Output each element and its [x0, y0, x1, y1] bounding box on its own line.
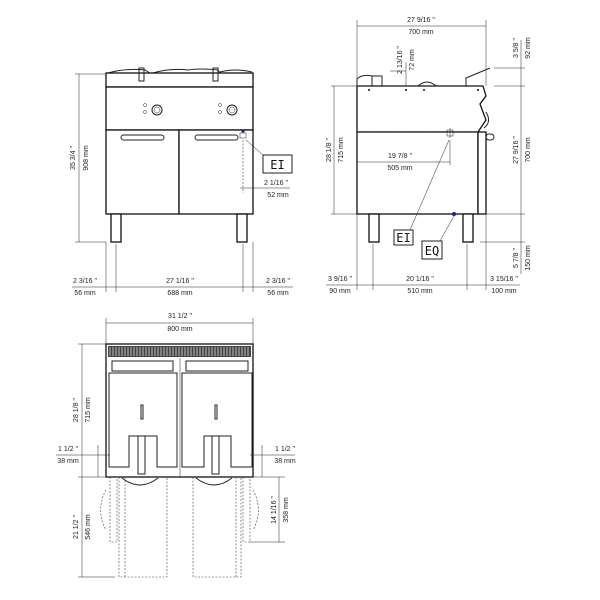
- side-ei-mm: 505 mm: [387, 165, 412, 172]
- knob-icon[interactable]: [218, 103, 238, 116]
- front-height-in: 35 3/4 ": [70, 146, 77, 170]
- open-door-outline: [100, 477, 259, 578]
- side-view: 27 9/16 " 700 mm 2 13/16 " 72 mm 28 1/8 …: [326, 17, 532, 295]
- front-ei-mm: 52 mm: [267, 192, 289, 199]
- side-depth-in: 27 9/16 ": [407, 17, 435, 24]
- top-width-in: 31 1/2 ": [168, 313, 192, 320]
- side-handle-mm: 92 mm: [525, 37, 532, 59]
- fryer-side-body: [356, 67, 495, 243]
- fryer-top-body: [105, 343, 254, 478]
- front-width-mm: 688 mm: [167, 290, 192, 297]
- ei-label: EI: [396, 231, 410, 245]
- side-depth-mm: 700 mm: [408, 29, 433, 36]
- side-span-in: 20 1/16 ": [406, 276, 434, 283]
- front-left-mm: 56 mm: [74, 290, 96, 297]
- top-basket-in: 14 1/16 ": [271, 496, 278, 524]
- top-depth-mm: 715 mm: [85, 397, 92, 422]
- front-left-in: 2 3/16 ": [73, 278, 97, 285]
- ei-box: [262, 154, 293, 174]
- front-right-mm: 56 mm: [267, 290, 289, 297]
- top-door-in: 21 1/2 ": [73, 515, 80, 539]
- front-view: 35 3/4 " 908 mm 2 3/16 " 56 mm 27 1/16 "…: [70, 67, 293, 297]
- side-left-in: 3 9/16 ": [328, 276, 352, 283]
- top-right-mm: 38 mm: [274, 458, 296, 465]
- side-legs-in: 5 7/8 ": [513, 247, 520, 268]
- top-basket-mm: 358 mm: [283, 497, 290, 522]
- top-depth-in: 28 1/8 ": [73, 398, 80, 422]
- electrical-inlet-icon: [239, 129, 247, 139]
- front-right-in: 2 3/16 ": [266, 278, 290, 285]
- top-door-mm: 546 mm: [85, 514, 92, 539]
- side-right-mm: 700 mm: [525, 137, 532, 162]
- front-height-mm: 908 mm: [83, 145, 90, 170]
- fryer-front-body: [105, 67, 254, 243]
- flue-grille: [108, 346, 251, 357]
- ei-label: EI: [270, 158, 284, 172]
- side-left-mm: 90 mm: [329, 288, 351, 295]
- front-width-in: 27 1/16 ": [166, 278, 194, 285]
- side-right-leg-mm: 100 mm: [491, 288, 516, 295]
- side-body-in: 28 1/8 ": [326, 138, 333, 162]
- top-width-mm: 800 mm: [167, 326, 192, 333]
- side-legs-mm: 150 mm: [525, 245, 532, 270]
- top-view: 31 1/2 " 800 mm 28 1/8 " 715 mm 21 1/2 "…: [56, 313, 296, 578]
- side-body-mm: 715 mm: [338, 137, 345, 162]
- side-span-mm: 510 mm: [407, 288, 432, 295]
- side-top-in: 2 13/16 ": [397, 46, 404, 74]
- side-right-leg-in: 3 15/16 ": [490, 276, 518, 283]
- ei-box: [393, 229, 414, 246]
- top-right-in: 1 1/2 ": [275, 446, 296, 453]
- knob-icon[interactable]: [143, 103, 163, 116]
- side-top-mm: 72 mm: [409, 49, 416, 71]
- top-left-mm: 38 mm: [57, 458, 79, 465]
- equipotential-point-icon: [452, 212, 456, 216]
- side-handle-in: 3 5/8 ": [513, 37, 520, 58]
- side-right-in: 27 9/16 ": [513, 136, 520, 164]
- top-left-in: 1 1/2 ": [58, 446, 79, 453]
- front-ei-in: 2 1/16 ": [264, 180, 288, 187]
- electrical-inlet-icon: [446, 128, 454, 138]
- eq-label: EQ: [425, 244, 439, 258]
- eq-box: [421, 240, 443, 260]
- side-ei-in: 19 7/8 ": [388, 153, 412, 160]
